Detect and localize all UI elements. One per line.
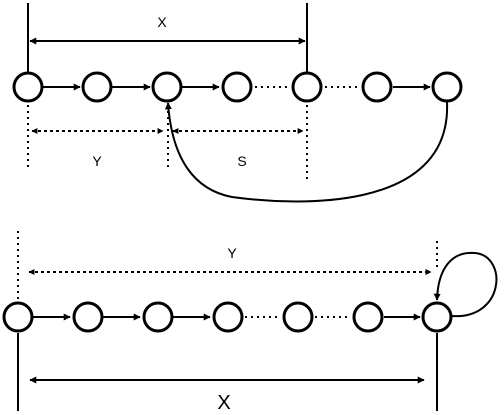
top-node-1 (12, 71, 44, 103)
top-cycle-edge (164, 101, 449, 203)
top-node-3 (151, 71, 183, 103)
bottom-node-4 (212, 301, 244, 333)
bottom-node-2 (72, 301, 104, 333)
top-node-6 (361, 71, 393, 103)
top-x-label: X (157, 14, 167, 30)
bottom-node-6 (352, 301, 384, 333)
bottom-x-label: X (217, 392, 230, 414)
bottom-node-1 (2, 301, 34, 333)
bottom-node-7 (421, 301, 453, 333)
top-node-7 (431, 71, 463, 103)
top-y-label: Y (92, 153, 102, 169)
top-s-label: S (237, 153, 246, 169)
bottom-node-3 (142, 301, 174, 333)
bottom-node-5 (282, 301, 314, 333)
bottom-diagram: Y X (2, 231, 498, 414)
bottom-y-label: Y (227, 245, 237, 261)
top-node-2 (81, 71, 113, 103)
top-diagram: X Y S (12, 3, 463, 203)
top-node-5 (291, 71, 323, 103)
bottom-self-loop-edge (433, 251, 498, 318)
top-node-4 (221, 71, 253, 103)
